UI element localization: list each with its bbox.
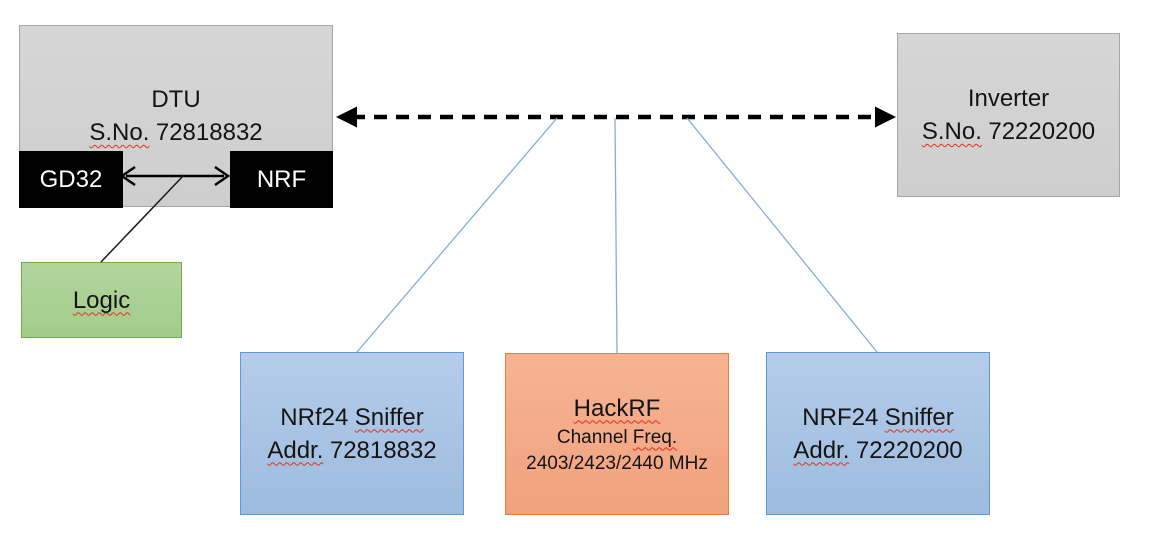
inverter-serial-number: 72220200 (988, 118, 1096, 145)
logic-label-line: Logic (73, 284, 130, 317)
inverter-title-text: Inverter (967, 85, 1050, 112)
gd32-chip-label: GD32 (39, 165, 103, 193)
sniffer-right-addr-line: Addr. 72220200 (793, 434, 962, 467)
tap-line-sniffer-left (356, 117, 558, 353)
nrf-chip: NRF (230, 151, 333, 208)
sniffer-left-addr-line: Addr. 72818832 (267, 434, 436, 467)
dashed-link-left-arrowhead-icon (336, 106, 357, 128)
tap-line-hackrf (614, 117, 618, 354)
inverter-node: Inverter S.No. 72220200 (897, 33, 1120, 197)
sniffer-right-addr-label: Addr. (793, 436, 850, 464)
sniffer-right-node: NRF24 Sniffer Addr. 72220200 (766, 352, 990, 515)
sniffer-left-title: NRf24 Sniffer (280, 401, 423, 434)
nrf-chip-label: NRF (256, 165, 307, 193)
sniffer-right-device-word: Sniffer (884, 403, 954, 431)
hackrf-freq-word: Freq. (632, 426, 678, 448)
dtu-title-text: DTU (151, 86, 201, 113)
sniffer-right-model: NRF24 (802, 403, 879, 431)
inverter-serial-label: S.No. (921, 118, 982, 145)
sniffer-left-node: NRf24 Sniffer Addr. 72818832 (240, 352, 464, 515)
hackrf-channel-line: Channel Freq. (557, 425, 677, 451)
dtu-serial-number: 72818832 (155, 119, 263, 146)
sniffer-right-title: NRF24 Sniffer (802, 401, 953, 434)
gd32-chip: GD32 (19, 151, 123, 208)
hackrf-frequencies: 2403/2423/2440 MHz (526, 452, 708, 474)
logic-node: Logic (21, 262, 182, 338)
sniffer-right-addr-number: 72220200 (855, 436, 963, 464)
sniffer-left-model: NRf24 (280, 403, 349, 431)
tap-line-sniffer-right (686, 117, 878, 353)
sniffer-left-device-word: Sniffer (354, 403, 424, 431)
inverter-title: Inverter (968, 82, 1049, 115)
dashed-link-right-arrowhead-icon (875, 106, 896, 128)
inverter-serial-line: S.No. 72220200 (922, 115, 1095, 148)
hackrf-frequencies-line: 2403/2423/2440 MHz (526, 451, 708, 477)
logic-label: Logic (72, 286, 131, 314)
dtu-title: DTU (151, 83, 200, 116)
sniffer-left-addr-label: Addr. (267, 436, 324, 464)
hackrf-node: HackRF Channel Freq. 2403/2423/2440 MHz (505, 353, 729, 515)
hackrf-channel-word: Channel (556, 426, 628, 448)
dtu-serial-line: S.No. 72818832 (89, 116, 262, 149)
hackrf-title: HackRF (573, 394, 661, 422)
hackrf-title-line: HackRF (574, 392, 661, 425)
dtu-serial-label: S.No. (89, 119, 150, 146)
sniffer-left-addr-number: 72818832 (329, 436, 437, 464)
